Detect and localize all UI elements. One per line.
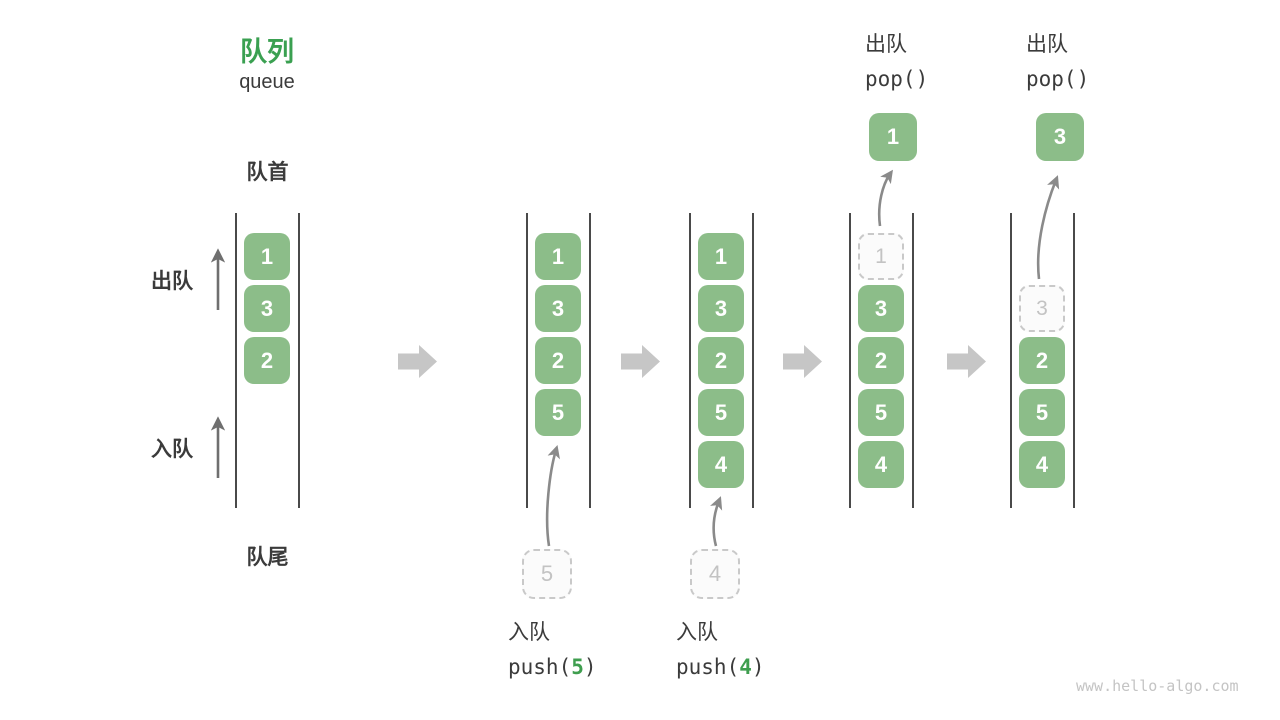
queue-rear-label: 队尾 [246, 546, 289, 569]
popped-element: 1 [869, 113, 917, 161]
pop-label: 出队 [865, 33, 907, 56]
dequeue-side-label: 出队 [151, 270, 193, 293]
queue-cell: 3 [535, 285, 581, 332]
queue-cell-ghost: 1 [858, 233, 904, 280]
push-operation-label: 入队 push(5) [508, 615, 597, 685]
queue-cell: 3 [698, 285, 744, 332]
queue-state-5: 3 2 5 4 [1010, 213, 1075, 508]
queue-cell: 1 [535, 233, 581, 280]
queue-cell: 4 [698, 441, 744, 488]
queue-cell: 1 [698, 233, 744, 280]
queue-cell: 5 [535, 389, 581, 436]
popped-element: 3 [1036, 113, 1084, 161]
pop-label: 出队 [1026, 33, 1068, 56]
queue-cell: 5 [1019, 389, 1065, 436]
queue-cell-ghost: 3 [1019, 285, 1065, 332]
queue-cell: 2 [1019, 337, 1065, 384]
queue-state-2: 1 3 2 5 [526, 213, 591, 508]
push-label: 入队 [676, 621, 718, 644]
queue-cell: 3 [244, 285, 290, 332]
queue-cell: 2 [858, 337, 904, 384]
queue-cell: 4 [858, 441, 904, 488]
queue-state-4: 1 3 2 5 4 [849, 213, 914, 508]
diagram-subtitle: queue [239, 71, 295, 93]
queue-state-3: 1 3 2 5 4 [689, 213, 754, 508]
queue-cell: 5 [858, 389, 904, 436]
watermark: www.hello-algo.com [1076, 677, 1239, 695]
push-code: push(4) [676, 655, 765, 679]
push-code: push(5) [508, 655, 597, 679]
queue-front-label: 队首 [246, 161, 289, 184]
queue-cell: 2 [535, 337, 581, 384]
push-arg: 4 [739, 655, 752, 679]
queue-cell: 2 [698, 337, 744, 384]
queue-cell: 3 [858, 285, 904, 332]
push-operation-label: 入队 push(4) [676, 615, 765, 685]
queue-cell: 2 [244, 337, 290, 384]
push-arg: 5 [571, 655, 584, 679]
diagram-title: 队列 [240, 37, 294, 67]
queue-state-1: 1 3 2 [235, 213, 300, 508]
push-label: 入队 [508, 621, 550, 644]
incoming-element-ghost: 4 [690, 549, 740, 599]
pop-code: pop() [865, 67, 929, 91]
pop-operation-label: 出队 pop() [865, 27, 928, 97]
pop-operation-label: 出队 pop() [1026, 27, 1089, 97]
incoming-element-ghost: 5 [522, 549, 572, 599]
queue-cell: 4 [1019, 441, 1065, 488]
queue-cell: 1 [244, 233, 290, 280]
enqueue-side-label: 入队 [151, 438, 193, 461]
queue-cell: 5 [698, 389, 744, 436]
pop-code: pop() [1026, 67, 1090, 91]
